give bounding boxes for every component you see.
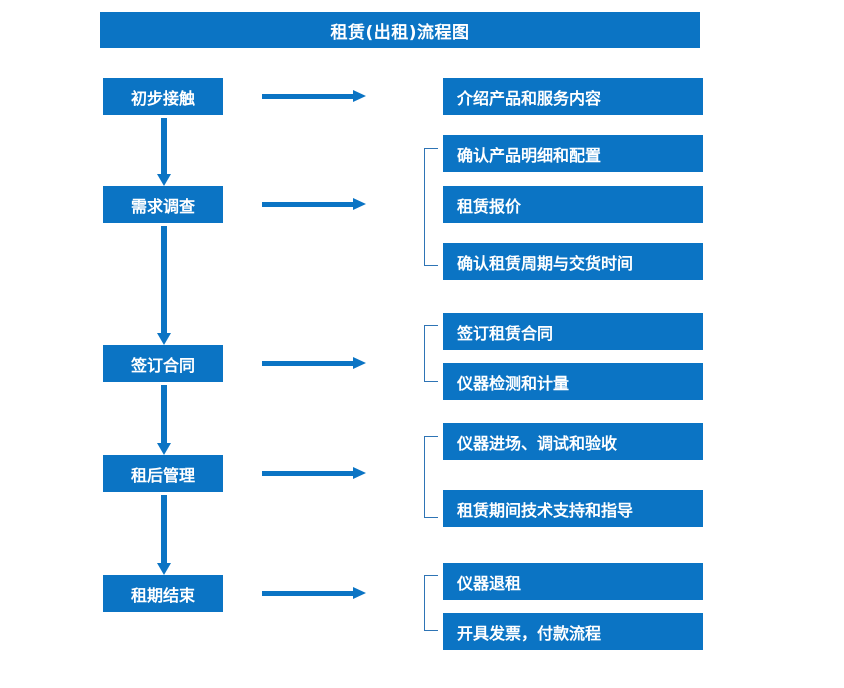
- arrow-head-down-icon: [157, 563, 171, 575]
- arrow-shaft: [161, 385, 167, 443]
- detail-box-instrument-return[interactable]: 仪器退租: [443, 563, 703, 600]
- arrow-shaft: [262, 94, 354, 99]
- stage-box-sign-contract[interactable]: 签订合同: [103, 345, 223, 382]
- arrow-head-down-icon: [157, 174, 171, 186]
- arrow-head-right-icon: [353, 90, 366, 102]
- arrow-head-right-icon: [353, 198, 366, 210]
- horizontal-arrow-3: [262, 357, 366, 369]
- stage-box-preliminary-contact[interactable]: 初步接触: [103, 78, 223, 115]
- group-bracket-needs-survey: [424, 148, 438, 266]
- detail-box-confirm-period-delivery[interactable]: 确认租赁周期与交货时间: [443, 243, 703, 280]
- detail-box-confirm-product-config[interactable]: 确认产品明细和配置: [443, 135, 703, 172]
- group-bracket-post-rental-mgmt: [424, 436, 438, 518]
- flowchart-title: 租赁(出租)流程图: [100, 12, 700, 48]
- detail-box-instrument-test-metering[interactable]: 仪器检测和计量: [443, 363, 703, 400]
- horizontal-arrow-4: [262, 467, 366, 479]
- arrow-head-right-icon: [353, 587, 366, 599]
- detail-box-instrument-install-accept[interactable]: 仪器进场、调试和验收: [443, 423, 703, 460]
- detail-box-rental-tech-support[interactable]: 租赁期间技术支持和指导: [443, 490, 703, 527]
- detail-box-sign-rental-contract[interactable]: 签订租赁合同: [443, 313, 703, 350]
- horizontal-arrow-5: [262, 587, 366, 599]
- stage-box-post-rental-mgmt[interactable]: 租后管理: [103, 455, 223, 492]
- detail-box-invoice-payment-process[interactable]: 开具发票，付款流程: [443, 613, 703, 650]
- arrow-shaft: [161, 226, 167, 333]
- detail-box-intro-products-services[interactable]: 介绍产品和服务内容: [443, 78, 703, 115]
- arrow-shaft: [262, 202, 354, 207]
- arrow-shaft: [262, 591, 354, 596]
- arrow-head-right-icon: [353, 467, 366, 479]
- arrow-head-down-icon: [157, 333, 171, 345]
- arrow-shaft: [262, 471, 354, 476]
- vertical-arrow-4: [157, 495, 171, 575]
- group-bracket-rental-end: [424, 575, 438, 631]
- vertical-arrow-2: [157, 226, 171, 345]
- arrow-shaft: [161, 118, 167, 174]
- stage-box-needs-survey[interactable]: 需求调查: [103, 186, 223, 223]
- vertical-arrow-1: [157, 118, 171, 186]
- arrow-head-right-icon: [353, 357, 366, 369]
- horizontal-arrow-1: [262, 90, 366, 102]
- horizontal-arrow-2: [262, 198, 366, 210]
- stage-box-rental-end[interactable]: 租期结束: [103, 575, 223, 612]
- vertical-arrow-3: [157, 385, 171, 455]
- arrow-head-down-icon: [157, 443, 171, 455]
- arrow-shaft: [262, 361, 354, 366]
- group-bracket-sign-contract: [424, 325, 438, 382]
- arrow-shaft: [161, 495, 167, 563]
- detail-box-rental-quote[interactable]: 租赁报价: [443, 186, 703, 223]
